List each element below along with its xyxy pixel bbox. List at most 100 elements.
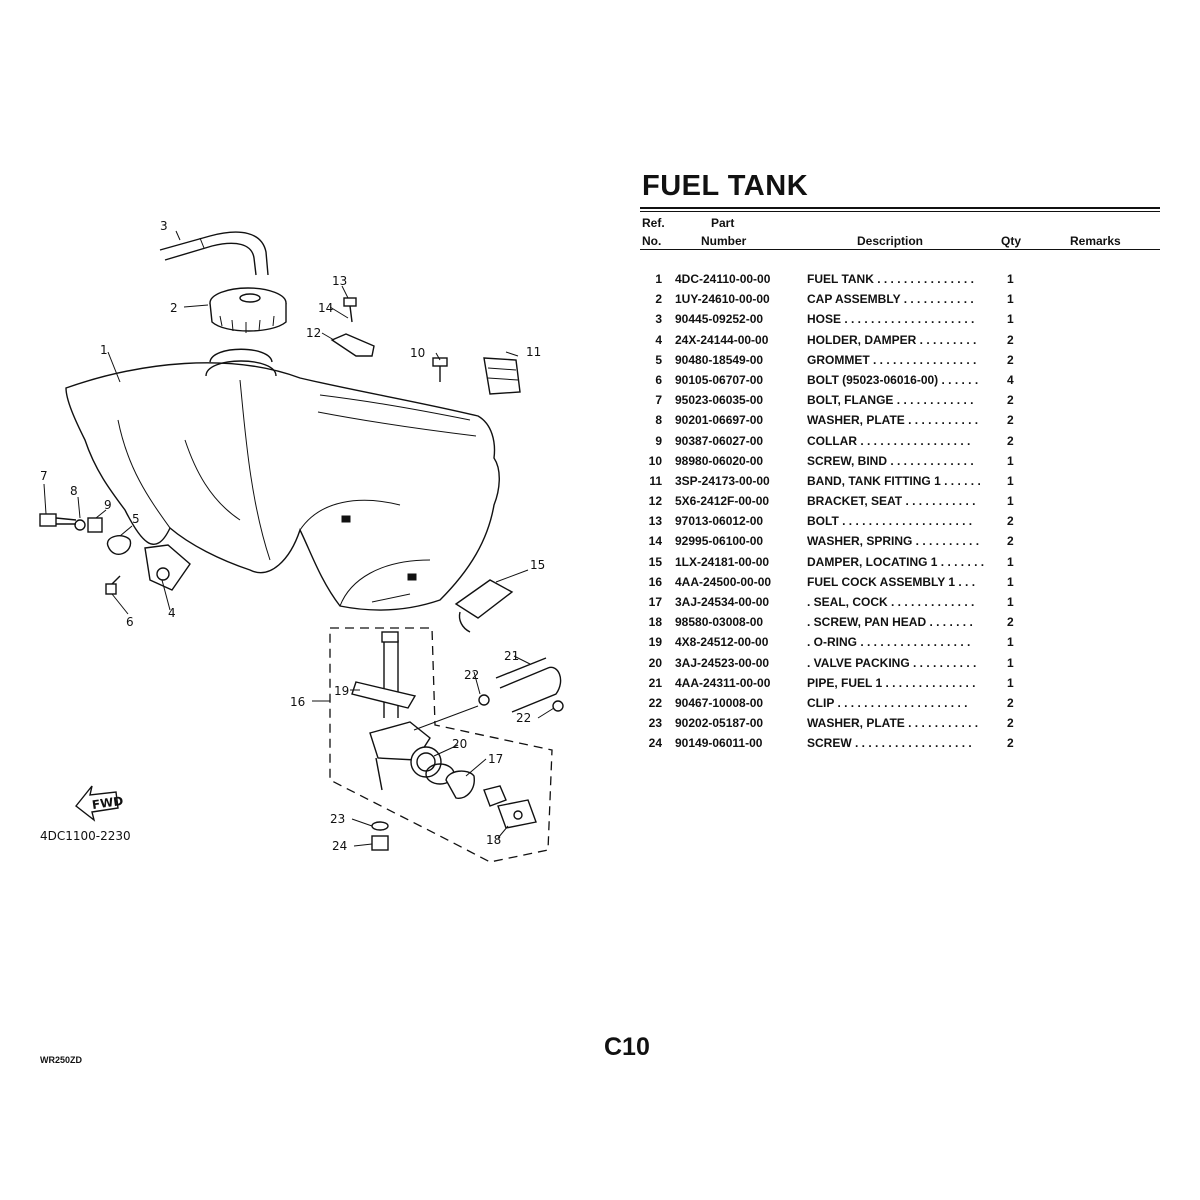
part-number-cell: 24X-24144-00-00	[675, 332, 769, 347]
qty-cell: 2	[1007, 615, 1014, 630]
part-number-cell: 1LX-24181-00-00	[675, 554, 770, 569]
qty-cell: 1	[1007, 554, 1014, 569]
header-rule	[640, 249, 1160, 250]
callout-numbers: 1 2 3 4 5 6 7 8 9 10 11 12 13 14 15 16 1…	[40, 219, 545, 853]
fwd-label: FWD	[91, 794, 124, 812]
mounting-hardware-drawing	[39, 513, 191, 595]
callout-number: 11	[526, 345, 541, 359]
header-qty: Qty	[1001, 234, 1022, 248]
part-number-cell: 4AA-24311-00-00	[675, 675, 771, 690]
part-number-cell: 4AA-24500-00-00	[675, 574, 772, 589]
fuel-cock-assembly-drawing	[329, 627, 553, 863]
description-cell: FUEL TANK . . . . . . . . . . . . . . .	[807, 272, 974, 286]
description-cell: SCREW . . . . . . . . . . . . . . . . . …	[807, 736, 972, 751]
header-number: Number	[701, 234, 747, 248]
description-cell: BRACKET, SEAT . . . . . . . . . . .	[807, 494, 976, 509]
part-number-cell: 97013-06012-00	[675, 514, 764, 529]
ref-cell: 3	[655, 312, 662, 327]
ref-cell: 7	[655, 393, 662, 408]
drawing-code: 4DC1100-2230	[40, 829, 131, 843]
qty-cell: 2	[1007, 433, 1014, 448]
ref-cell: 4	[655, 332, 662, 347]
part-number-cell: 3SP-24173-00-00	[675, 473, 770, 488]
part-number-cell: 4X8-24512-00-00	[675, 635, 769, 650]
callout-number: 19	[334, 684, 349, 698]
callout-number: 20	[452, 737, 467, 751]
table-row: 7 95023-06035-00 BOLT, FLANGE . . . . . . …	[640, 393, 1160, 413]
header-part: Part	[711, 216, 735, 230]
qty-cell: 1	[1007, 635, 1014, 650]
description-cell: DAMPER, LOCATING 1 . . . . . . .	[807, 554, 985, 569]
part-number-cell: 90467-10008-00	[675, 695, 764, 710]
table-row: 4 24X-24144-00-00 HOLDER, DAMPER . . . . .…	[640, 333, 1160, 353]
part-number-cell: 90387-06027-00	[675, 433, 764, 448]
ref-cell: 20	[648, 655, 662, 670]
part-number-cell: 98980-06020-00	[675, 453, 764, 468]
qty-cell: 2	[1007, 716, 1014, 731]
qty-cell: 1	[1007, 494, 1014, 509]
ref-cell: 5	[655, 352, 662, 367]
callout-number: 16	[290, 695, 305, 709]
qty-cell: 4	[1007, 372, 1014, 387]
part-number-cell: 3AJ-24523-00-00	[675, 655, 770, 670]
description-cell: WASHER, PLATE . . . . . . . . . . .	[807, 413, 979, 428]
callout-number: 15	[530, 558, 545, 572]
locating-damper-drawing	[454, 579, 514, 633]
ref-cell: 24	[648, 736, 662, 751]
description-cell: BOLT (95023-06016-00) . . . . . .	[807, 372, 979, 387]
qty-cell: 2	[1007, 393, 1014, 408]
top-hardware-drawing	[330, 297, 521, 395]
table-row: 17 3AJ-24534-00-00 . SEAL, COCK . . . . . …	[640, 595, 1160, 615]
part-number-cell: 95023-06035-00	[675, 393, 764, 408]
description-cell: WASHER, PLATE . . . . . . . . . . .	[807, 716, 979, 731]
ref-cell: 17	[648, 595, 662, 609]
qty-cell: 2	[1007, 534, 1014, 549]
ref-cell: 18	[648, 615, 662, 630]
qty-cell: 1	[1007, 595, 1014, 609]
callout-number: 13	[332, 274, 347, 288]
description-cell: BOLT, FLANGE . . . . . . . . . . . .	[807, 393, 974, 408]
description-cell: CAP ASSEMBLY . . . . . . . . . . .	[807, 292, 974, 307]
description-cell: . SEAL, COCK . . . . . . . . . . . . .	[807, 595, 975, 609]
qty-cell: 1	[1007, 272, 1014, 286]
qty-cell: 1	[1007, 292, 1014, 307]
part-number-cell: 90202-05187-00	[675, 716, 764, 731]
callout-number: 3	[160, 219, 168, 233]
part-number-cell: 4DC-24110-00-00	[675, 272, 771, 286]
description-cell: HOLDER, DAMPER . . . . . . . . .	[807, 332, 977, 347]
description-cell: BAND, TANK FITTING 1 . . . . . .	[807, 473, 981, 488]
page-number: C10	[604, 1033, 650, 1061]
callout-number: 14	[318, 301, 333, 315]
callout-number: 22	[464, 668, 479, 682]
title-rule	[640, 207, 1160, 209]
leader-lines	[43, 230, 555, 847]
callout-number: 7	[40, 469, 48, 483]
qty-cell: 1	[1007, 655, 1014, 670]
part-number-cell: 3AJ-24534-00-00	[675, 595, 770, 609]
title-rule-thin	[640, 211, 1160, 212]
parts-table: 1 4DC-24110-00-00 FUEL TANK . . . . . . . …	[640, 272, 1160, 757]
callout-number: 6	[126, 615, 134, 629]
callout-number: 12	[306, 326, 321, 340]
qty-cell: 2	[1007, 514, 1014, 529]
header-description: Description	[857, 234, 924, 248]
model-code: WR250ZD	[40, 1055, 83, 1065]
callout-number: 1	[100, 343, 108, 357]
ref-cell: 16	[648, 574, 662, 589]
part-number-cell: 90105-06707-00	[675, 372, 764, 387]
qty-cell: 2	[1007, 736, 1014, 751]
description-cell: FUEL COCK ASSEMBLY 1 . . .	[807, 574, 976, 589]
qty-cell: 1	[1007, 574, 1014, 589]
ref-cell: 9	[655, 433, 662, 448]
